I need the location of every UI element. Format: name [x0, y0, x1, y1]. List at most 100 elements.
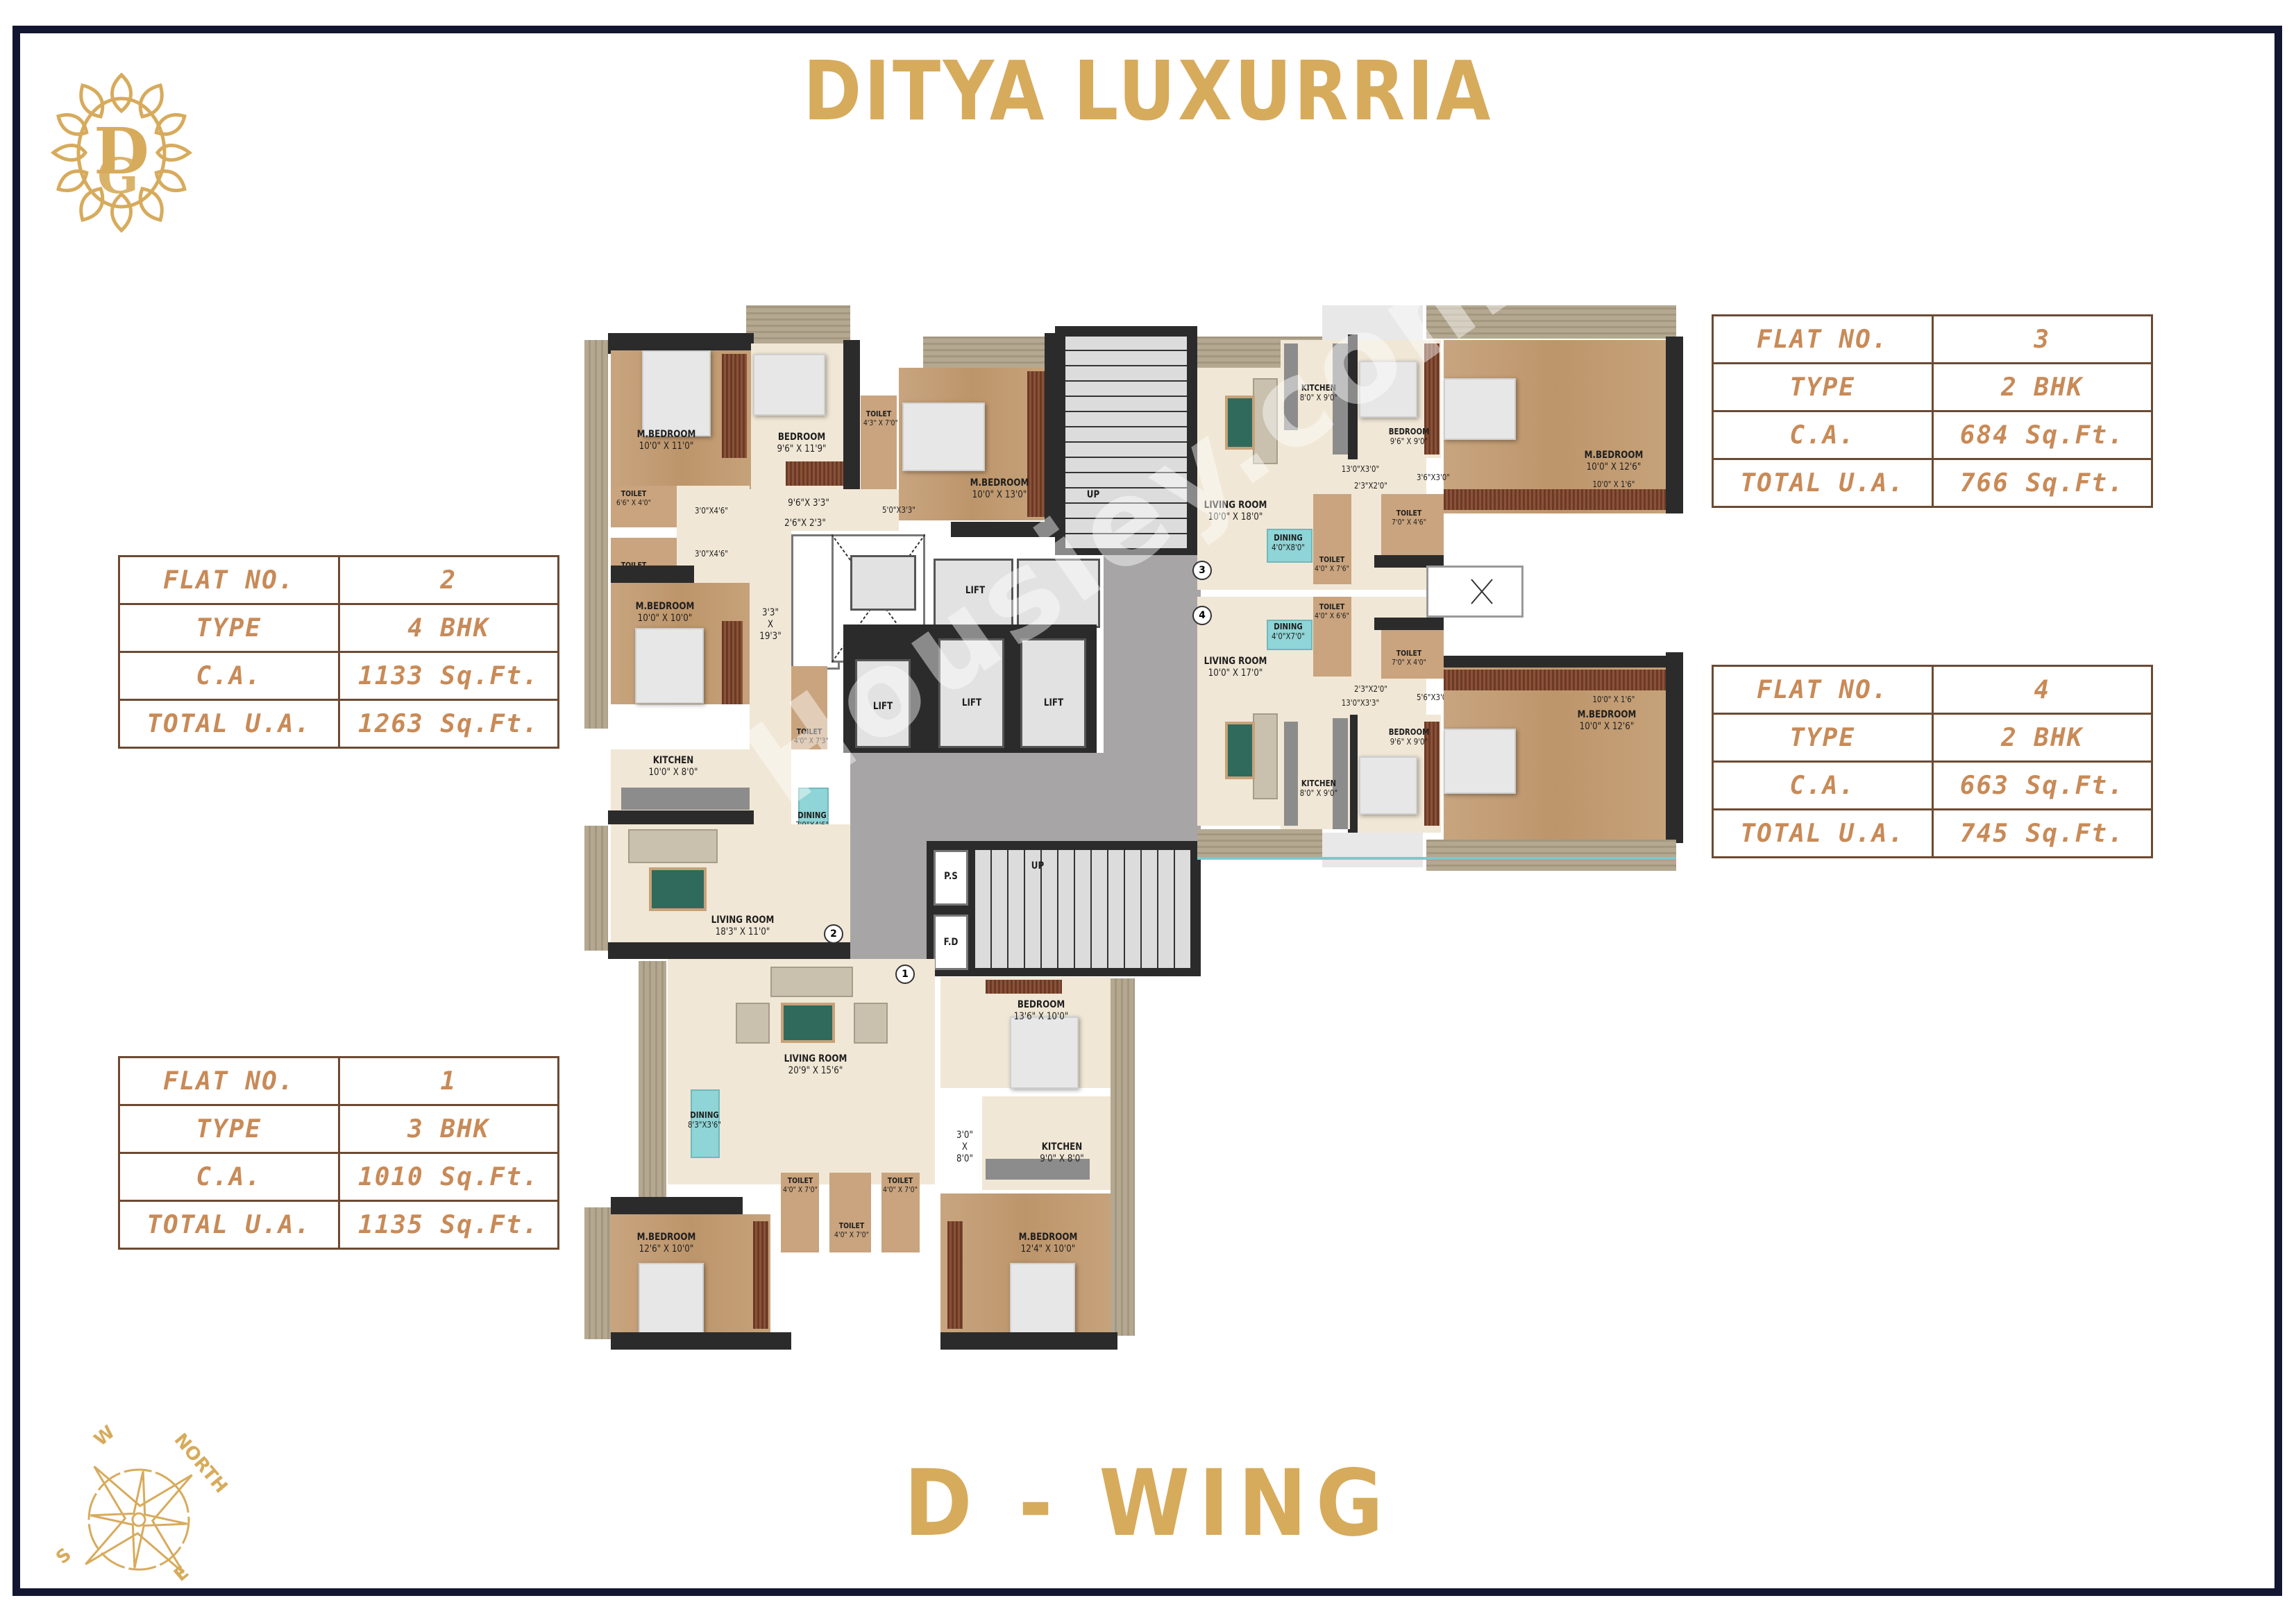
- ca-value: 684 Sq.Ft.: [1931, 410, 2153, 460]
- label-total-ua: TOTAL U.A.: [1712, 458, 1934, 508]
- dimension-label: 13'0"X3'0": [1341, 464, 1380, 474]
- balcony-left: [584, 1207, 611, 1339]
- kitchen-counter: [1333, 718, 1348, 829]
- ca-value: 663 Sq.Ft.: [1931, 760, 2153, 810]
- balcony-bottom-2: [1426, 840, 1676, 871]
- page-frame-border: [12, 26, 2282, 1596]
- type-value: 2 BHK: [1931, 713, 2153, 763]
- bed-icon: [1444, 729, 1516, 794]
- room-toilet: [791, 666, 827, 749]
- total-ua-value: 1135 Sq.Ft.: [337, 1200, 559, 1250]
- ps-label: P.S: [944, 871, 958, 882]
- svg-text:W: W: [90, 1422, 119, 1450]
- ca-value: 1010 Sq.Ft.: [337, 1152, 559, 1202]
- dg-monogram-logo-icon: D G: [50, 72, 193, 233]
- entry-number-4: 4: [1192, 606, 1212, 625]
- label-type: TYPE: [1712, 713, 1934, 763]
- wall: [1666, 337, 1683, 513]
- dining-table-icon: [691, 1089, 720, 1158]
- dimension-label: 2'3"X2'0": [1354, 481, 1387, 491]
- dimension-label: 2'6"X 2'3": [784, 518, 826, 529]
- dimension-label: 5'0"X3'3": [882, 505, 915, 515]
- project-title: DITYA LUXURRIA: [803, 43, 1493, 139]
- bed-icon: [642, 350, 711, 436]
- label-type: TYPE: [118, 1104, 340, 1154]
- dimension-label: 13'0"X3'3": [1341, 698, 1380, 708]
- staircase-2: [975, 850, 1190, 968]
- flat-no-value: 2: [337, 555, 559, 605]
- lift-4: [1020, 638, 1086, 748]
- rug-icon: [1225, 722, 1255, 779]
- type-value: 4 BHK: [337, 603, 559, 653]
- kitchen-counter: [1284, 722, 1298, 826]
- wall: [1374, 555, 1444, 568]
- flat-no-value: 1: [337, 1056, 559, 1106]
- label-ca: C.A.: [1712, 760, 1934, 810]
- label-flat-no: FLAT NO.: [118, 555, 340, 605]
- balcony-left-2: [584, 826, 608, 951]
- bed-icon: [1010, 1017, 1079, 1089]
- shaft-cross-icon: [1471, 579, 1493, 604]
- label-flat-no: FLAT NO.: [1712, 665, 1934, 715]
- label-ca: C.A.: [118, 1152, 340, 1202]
- label-flat-no: FLAT NO.: [1712, 314, 1934, 364]
- balcony-top-2: [1426, 305, 1676, 339]
- wall: [1348, 715, 1358, 840]
- wall: [611, 1332, 791, 1350]
- entry-number-3: 3: [1192, 561, 1212, 580]
- balcony-right: [1111, 978, 1135, 1336]
- entry-number-2: 2: [824, 924, 843, 944]
- svg-text:G: G: [97, 147, 139, 205]
- wardrobe-icon: [1424, 343, 1440, 454]
- room-toilet: [611, 486, 677, 527]
- utility-balcony: [1322, 833, 1423, 867]
- wall: [611, 1197, 743, 1216]
- wall: [611, 566, 694, 583]
- lobby-area: [1017, 559, 1100, 628]
- dimension-label: 3'6"X3'0": [1417, 473, 1450, 482]
- room-toilet: [861, 396, 897, 489]
- kitchen-counter: [621, 788, 750, 810]
- total-ua-value: 766 Sq.Ft.: [1931, 458, 2153, 508]
- bed-icon: [1010, 1263, 1075, 1335]
- armchair-icon: [736, 1003, 770, 1044]
- balcony-left: [639, 961, 666, 1197]
- dimension-label: 10'0" X 1'6": [1592, 479, 1635, 489]
- label-type: TYPE: [118, 603, 340, 653]
- wall: [1374, 618, 1444, 630]
- wall: [1444, 656, 1680, 668]
- room-toilet: [881, 1173, 920, 1252]
- entry-number-1: 1: [895, 965, 915, 984]
- label-total-ua: TOTAL U.A.: [118, 1200, 340, 1250]
- fd-shaft: [934, 915, 968, 970]
- kitchen-counter: [1333, 343, 1348, 454]
- wardrobe-icon: [722, 621, 743, 704]
- sofa-icon: [1253, 378, 1278, 464]
- dimension-label: 3'0"X4'6": [695, 506, 728, 516]
- type-value: 3 BHK: [337, 1104, 559, 1154]
- compass-rose-icon: W NORTH S E: [52, 1422, 231, 1582]
- rug-icon: [1225, 396, 1255, 450]
- room-toilet: [1381, 494, 1444, 556]
- passage: [750, 489, 899, 531]
- balcony-bottom: [1197, 829, 1322, 858]
- room-toilet: [1313, 597, 1351, 677]
- lobby-area: [850, 555, 916, 611]
